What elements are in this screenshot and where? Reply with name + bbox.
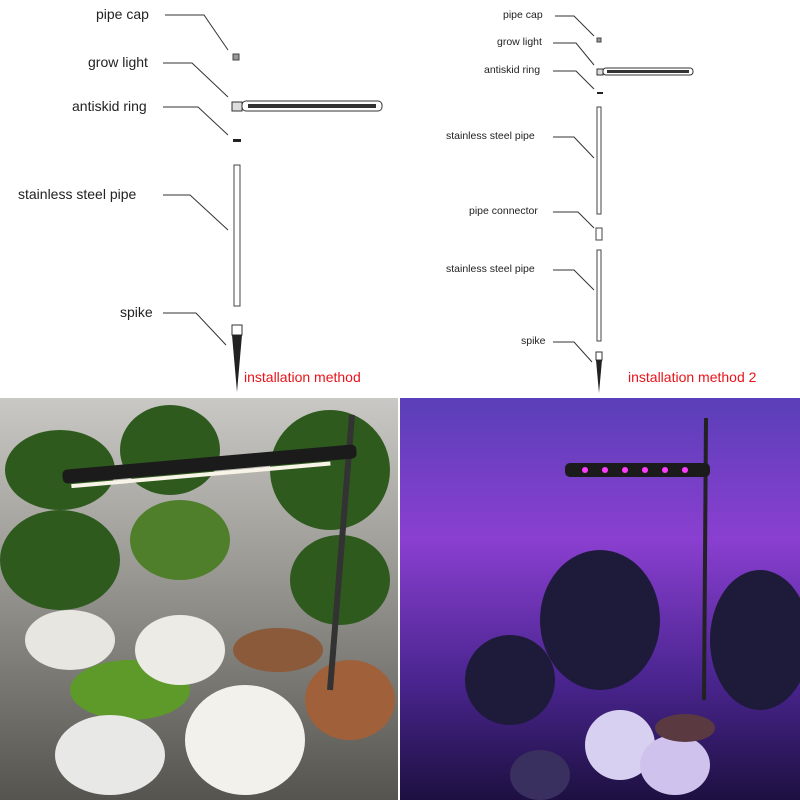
label-spike: spike xyxy=(120,304,153,320)
grow-light-part xyxy=(231,100,383,112)
stainless-steel-pipe-part xyxy=(233,164,241,307)
label-stainless-steel-pipe-upper: stainless steel pipe xyxy=(446,130,535,142)
label-grow-light-2: grow light xyxy=(497,36,542,48)
label-stainless-steel-pipe: stainless steel pipe xyxy=(18,186,137,202)
spike-part-2 xyxy=(595,351,603,393)
label-stainless-steel-pipe-lower: stainless steel pipe xyxy=(446,263,535,275)
label-antiskid-ring-2: antiskid ring xyxy=(484,64,541,76)
leader-lines xyxy=(163,14,595,363)
installation-diagram xyxy=(163,14,694,393)
antiskid-ring-part-2 xyxy=(597,92,603,94)
label-grow-light: grow light xyxy=(88,54,148,70)
caption-installation-method: installation method xyxy=(244,369,361,385)
label-pipe-cap: pipe cap xyxy=(96,6,149,22)
spike-part xyxy=(231,324,243,392)
antiskid-ring-part xyxy=(233,139,241,142)
stainless-steel-pipe-upper-part xyxy=(596,106,602,215)
grow-light-part-2 xyxy=(596,67,694,76)
label-spike-2: spike xyxy=(521,335,546,347)
stainless-steel-pipe-lower-part xyxy=(596,249,602,342)
purple-light-photo xyxy=(400,398,800,800)
label-pipe-connector: pipe connector xyxy=(469,205,538,217)
label-pipe-cap-2: pipe cap xyxy=(503,9,543,21)
label-antiskid-ring: antiskid ring xyxy=(72,98,147,114)
caption-installation-method-2: installation method 2 xyxy=(628,369,757,385)
white-light-photo xyxy=(0,398,398,800)
pipe-connector-part xyxy=(595,227,603,241)
pipe-cap-part-2 xyxy=(596,37,602,43)
pipe-cap-part xyxy=(232,53,240,61)
